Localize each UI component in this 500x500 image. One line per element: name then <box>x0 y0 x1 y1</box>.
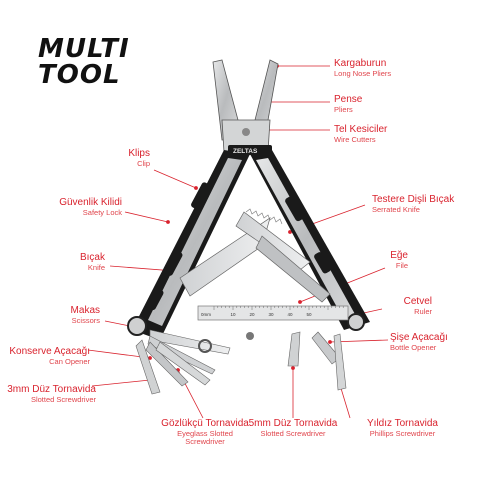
label-en: Safety Lock <box>82 207 122 217</box>
lower-right-tools <box>287 331 347 391</box>
ruler-tick-label: 30 <box>269 312 275 317</box>
label-bottle-opener: Şişe Açacağı Bottle Opener <box>390 332 448 352</box>
label-tr: Güvenlik Kilidi <box>59 197 122 208</box>
label-eyeglass: Gözlükçü Tornavida Eyeglass Slotted Scre… <box>140 418 270 447</box>
label-en: Long Nose Pliers <box>334 68 392 78</box>
label-tr: Makas <box>70 305 100 316</box>
label-tr: Konserve Açacağı <box>9 346 90 357</box>
engraving-plate <box>228 145 272 155</box>
label-tr: Testere Dişli Bıçak <box>372 194 455 205</box>
label-tr: 3mm Düz Tornavida <box>7 384 96 395</box>
label-slotted-5mm: 5mm Düz Tornavida Slotted Screwdriver <box>238 418 348 438</box>
tool-pivot <box>246 332 254 340</box>
label-tr: 5mm Düz Tornavida <box>248 418 338 429</box>
label-tr: Yıldız Tornavida <box>367 418 438 429</box>
label-tr: Kargaburun <box>334 58 387 69</box>
label-en: Pliers <box>334 104 353 114</box>
label-safety-lock: Güvenlik Kilidi Safety Lock <box>59 197 122 217</box>
label-en: Can Opener <box>49 356 90 366</box>
label-en: File <box>395 260 408 270</box>
label-phillips: Yıldız Tornavida Phillips Screwdriver <box>350 418 455 438</box>
label-en: Serrated Knife <box>372 204 420 214</box>
brand-line-2: TOOL <box>38 60 121 90</box>
label-knife: Bıçak Knife <box>80 252 105 272</box>
right-handle <box>250 150 370 331</box>
label-en: Phillips Screwdriver <box>369 428 436 438</box>
label-can-opener: Konserve Açacağı Can Opener <box>9 346 90 366</box>
label-ruler: Cetvel Ruler <box>404 296 432 316</box>
label-tr: Bıçak <box>79 252 105 263</box>
label-file: Eğe File <box>390 250 408 270</box>
label-en: Bottle Opener <box>390 342 437 352</box>
label-tr: Cetvel <box>403 296 432 307</box>
label-tr: Eğe <box>390 250 408 261</box>
label-en: Eyeglass Slotted Screwdriver <box>177 428 233 447</box>
label-en: Slotted Screwdriver <box>30 394 96 404</box>
label-tr: Tel Kesiciler <box>334 124 388 135</box>
label-pliers: Pense Pliers <box>334 94 362 114</box>
ruler-tick-label: 20 <box>250 312 256 317</box>
label-long-nose-pliers: Kargaburun Long Nose Pliers <box>334 58 391 78</box>
label-tr: Pense <box>334 94 363 105</box>
label-en: Ruler <box>414 306 432 316</box>
label-clip: Klips Clip <box>128 148 150 168</box>
label-en: Knife <box>87 262 105 272</box>
tool-engraving: ZELTAS <box>233 148 258 155</box>
ruler-tick-label: 10 <box>231 312 237 317</box>
file-blade <box>255 235 331 303</box>
brand-line-1: MULTI <box>38 34 130 64</box>
ruler-start-label: 0mm <box>201 312 211 317</box>
left-handle <box>127 150 250 340</box>
label-tr: Klips <box>128 148 150 159</box>
ruler-tick-label: 50 <box>307 312 313 317</box>
label-en: Wire Cutters <box>334 134 376 144</box>
label-en: Scissors <box>71 315 100 325</box>
ruler-tick-label: 40 <box>288 312 294 317</box>
label-tr: Gözlükçü Tornavida <box>161 418 249 429</box>
ruler-blade <box>197 305 349 321</box>
label-serrated-knife: Testere Dişli Bıçak Serrated Knife <box>372 194 482 214</box>
label-scissors: Makas Scissors <box>71 305 100 325</box>
label-wire-cutters: Tel Kesiciler Wire Cutters <box>334 124 387 144</box>
label-en: Slotted Screwdriver <box>260 428 326 438</box>
lower-left-tools <box>135 339 211 395</box>
label-slotted-3mm: 3mm Düz Tornavida Slotted Screwdriver <box>7 384 96 404</box>
label-tr: Şişe Açacağı <box>390 332 448 343</box>
pliers-jaws <box>212 59 279 153</box>
label-en: Clip <box>137 158 150 168</box>
